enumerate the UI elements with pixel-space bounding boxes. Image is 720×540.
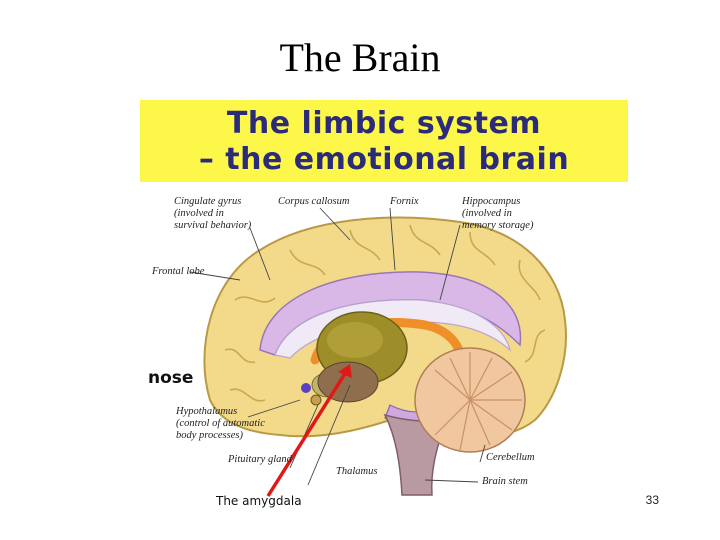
label-brain-stem: Brain stem [482,476,528,487]
limbic-system-figure: The limbic system – the emotional brain [140,100,628,514]
label-frontal-lobe: Frontal lobe [152,266,205,277]
label-amygdala: The amygdala [216,494,302,508]
label-cingulate-gyrus: Cingulate gyrus (involved in survival be… [174,196,252,231]
figure-banner: The limbic system – the emotional brain [140,100,628,182]
amygdala-arrow [266,371,348,497]
label-thalamus: Thalamus [336,466,378,477]
pituitary [310,394,322,406]
label-cerebellum: Cerebellum [486,452,535,463]
slide-title: The Brain [279,35,441,80]
label-hippocampus: Hippocampus (involved in memory storage) [462,196,534,231]
label-hypothalamus: Hypothalamus (control of automatic body … [176,406,265,441]
label-pituitary-gland: Pituitary gland [228,454,292,465]
nose-marker [301,383,311,393]
label-fornix: Fornix [390,196,419,207]
label-nose: nose [148,368,194,388]
banner-title: The limbic system [226,106,542,141]
cerebellum [414,347,526,453]
brain-illustration [189,207,567,497]
label-corpus-callosum: Corpus callosum [278,196,350,207]
banner-subtitle: – the emotional brain [198,142,570,177]
page-number: 33 [645,493,659,507]
